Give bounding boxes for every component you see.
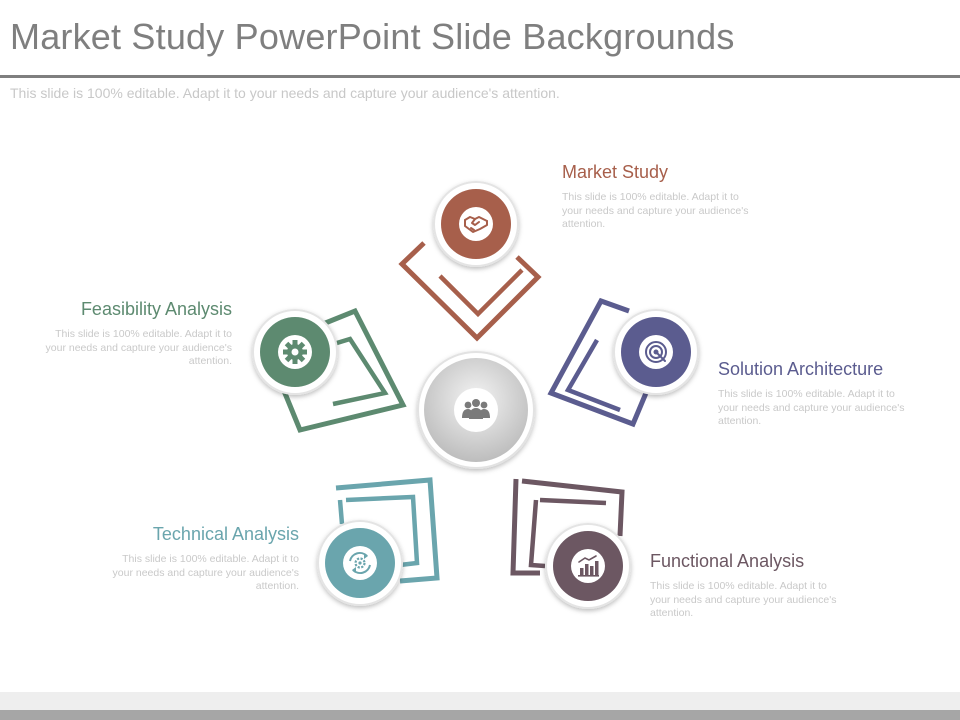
target-icon bbox=[645, 341, 667, 363]
frame-inner-technical-analysis bbox=[337, 494, 420, 568]
frame-outer-market-study bbox=[398, 241, 542, 342]
desc-feasibility-analysis: This slide is 100% editable. Adapt it to… bbox=[45, 328, 232, 367]
node-functional-analysis bbox=[510, 478, 631, 609]
frame-outer-functional-analysis bbox=[510, 478, 625, 576]
footer-band bbox=[0, 692, 960, 710]
gear-icon bbox=[283, 340, 307, 364]
desc-market-study: This slide is 100% editable. Adapt it to… bbox=[562, 191, 749, 230]
frame-inner-functional-analysis bbox=[528, 497, 607, 569]
slide-subtitle: This slide is 100% editable. Adapt it to… bbox=[10, 85, 560, 101]
label-functional-analysis: Functional Analysis bbox=[650, 551, 805, 571]
bar-chart-icon bbox=[578, 555, 599, 577]
footer-bar bbox=[0, 710, 960, 720]
label-market-study: Market Study bbox=[562, 162, 669, 182]
team-icon bbox=[462, 399, 490, 419]
node-market-study bbox=[398, 181, 542, 342]
title-divider bbox=[0, 75, 960, 78]
label-solution-architecture: Solution Architecture bbox=[718, 359, 884, 379]
slide-title: Market Study PowerPoint Slide Background… bbox=[10, 16, 735, 57]
frame-outer-technical-analysis bbox=[335, 477, 440, 584]
node-solution-architecture bbox=[547, 297, 699, 428]
frame-outer-feasibility-analysis bbox=[279, 307, 407, 433]
label-technical-analysis: Technical Analysis bbox=[152, 524, 299, 544]
desc-functional-analysis: This slide is 100% editable. Adapt it to… bbox=[650, 580, 837, 619]
label-feasibility-analysis: Feasibility Analysis bbox=[80, 299, 232, 319]
handshake-icon bbox=[464, 216, 488, 233]
desc-technical-analysis: This slide is 100% editable. Adapt it to… bbox=[112, 553, 299, 592]
frame-outer-solution-architecture bbox=[547, 297, 649, 428]
frame-inner-solution-architecture bbox=[564, 338, 621, 413]
node-feasibility-analysis bbox=[252, 307, 407, 433]
desc-solution-architecture: This slide is 100% editable. Adapt it to… bbox=[718, 388, 905, 427]
node-technical-analysis bbox=[317, 477, 440, 606]
frame-inner-market-study bbox=[438, 268, 524, 318]
center-hub bbox=[417, 351, 535, 469]
gear-cycle-icon bbox=[349, 551, 371, 575]
frame-inner-feasibility-analysis bbox=[326, 336, 389, 407]
